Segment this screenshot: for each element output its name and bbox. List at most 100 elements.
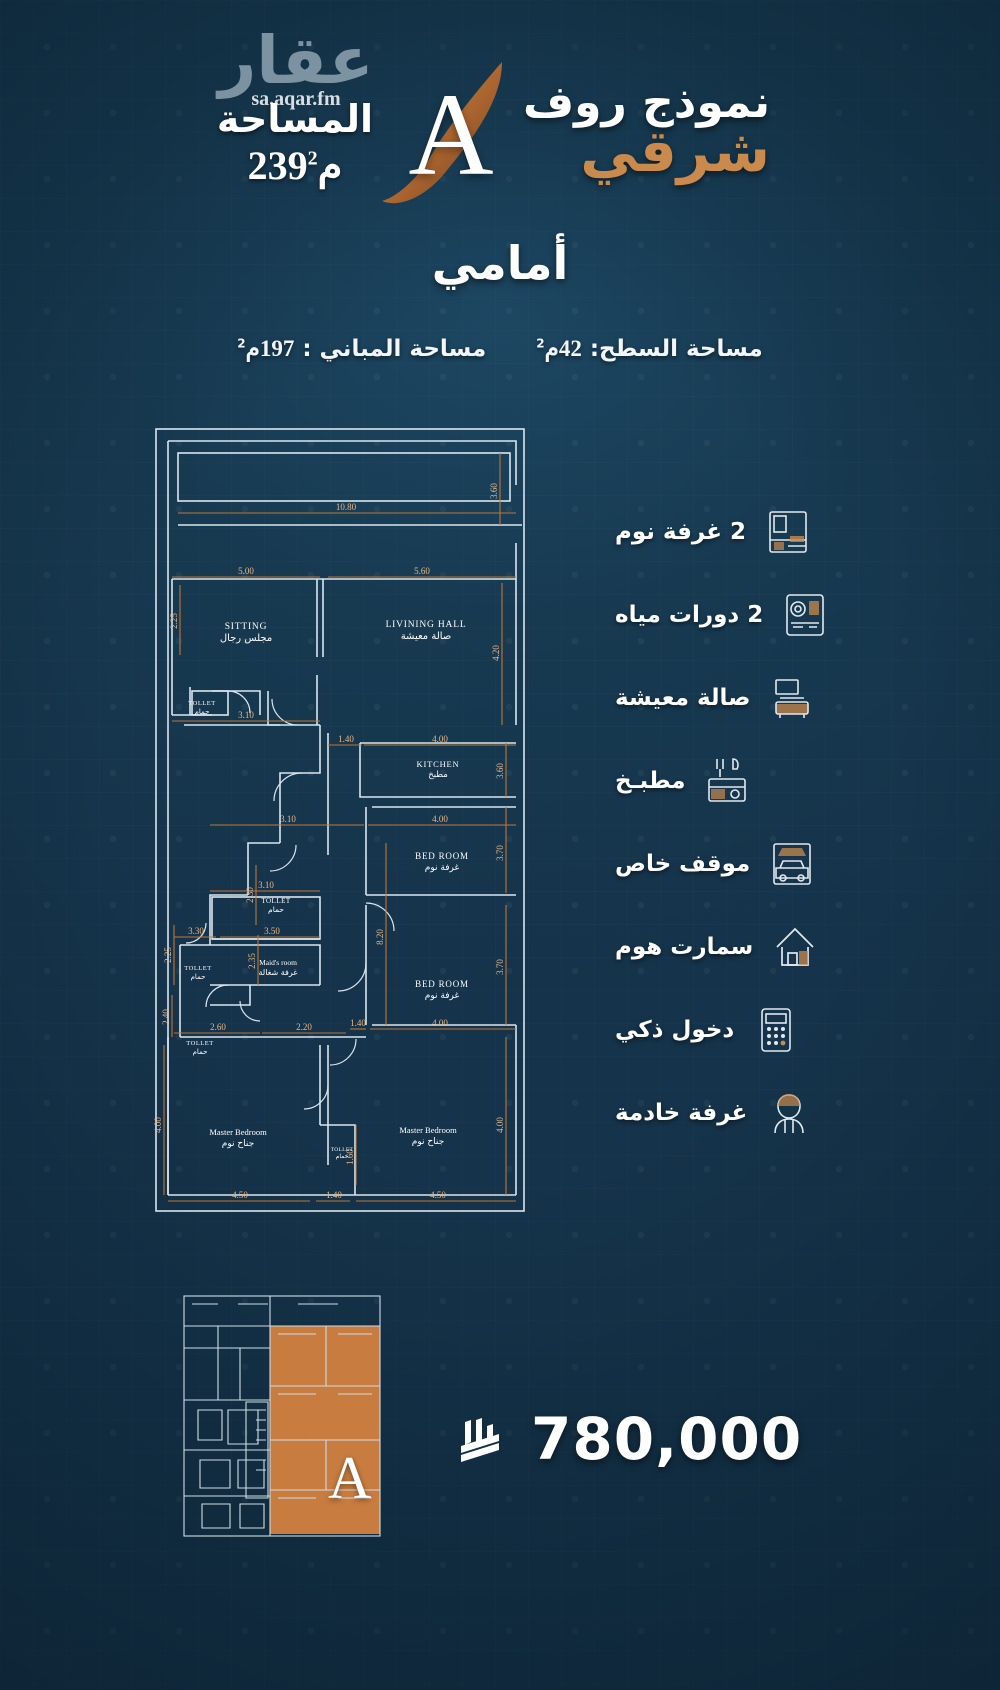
saudi-riyal-icon (455, 1412, 509, 1466)
svg-text:1.60: 1.60 (345, 1149, 355, 1165)
svg-text:جناح نوم: جناح نوم (412, 1137, 444, 1147)
svg-text:حمام: حمام (193, 1048, 208, 1056)
svg-text:4.00: 4.00 (495, 1117, 505, 1133)
header-section: عقار sa.aqar.fm المساحة 239م2 A نموذج رو… (0, 0, 1000, 363)
svg-text:مطبخ: مطبخ (428, 770, 448, 780)
feature-item-kitchen: مطبـخ (615, 739, 815, 822)
model-title: نموذج روف شرقي (470, 77, 770, 185)
svg-text:4.50: 4.50 (430, 1190, 446, 1200)
svg-text:3.50: 3.50 (264, 926, 280, 936)
svg-text:3.70: 3.70 (495, 845, 505, 861)
svg-text:TOLLET: TOLLET (186, 1040, 213, 1047)
feature-label: 2 دورات مياه (615, 601, 764, 628)
maid-room-icon (763, 1087, 815, 1139)
svg-text:4.00: 4.00 (432, 734, 448, 744)
feature-label: دخول ذكي (615, 1016, 735, 1043)
svg-text:2.25: 2.25 (163, 947, 173, 963)
feature-item-parking: موقف خاص (615, 822, 815, 905)
svg-text:غرفة نوم: غرفة نوم (425, 863, 460, 873)
bedroom-icon (762, 506, 814, 558)
svg-text:جناح نوم: جناح نوم (222, 1139, 254, 1149)
total-area-unit-sup: 2 (307, 147, 318, 170)
price-value: 780,000 (531, 1405, 803, 1473)
svg-text:غرفة شغالة: غرفة شغالة (259, 968, 298, 977)
model-subtitle: أمامي (431, 236, 569, 290)
svg-text:2.35: 2.35 (247, 953, 257, 969)
svg-text:3.70: 3.70 (495, 959, 505, 975)
roof-area-value: 42م (544, 336, 582, 361)
model-title-line1: نموذج روف (522, 77, 770, 128)
price-block: 780,000 (455, 1405, 802, 1473)
total-area-label: المساحة (216, 97, 374, 141)
watermark-brand-text: عقار (218, 22, 374, 99)
model-title-line2: شرقي (580, 116, 770, 185)
key-plan-highlight-unit (270, 1326, 380, 1534)
brand-logo-letter: A (408, 69, 494, 200)
svg-text:TOLLET: TOLLET (331, 1147, 354, 1153)
svg-text:1.40: 1.40 (326, 1190, 342, 1200)
feature-label: مطبـخ (615, 767, 686, 794)
svg-text:4.00: 4.00 (432, 1018, 448, 1028)
private-parking-icon (766, 838, 818, 890)
svg-text:5.00: 5.00 (238, 566, 254, 576)
svg-text:Master Bedroom: Master Bedroom (209, 1127, 267, 1137)
svg-text:Master Bedroom: Master Bedroom (399, 1125, 457, 1135)
bathroom-icon (779, 589, 831, 641)
svg-text:TOLLET: TOLLET (261, 897, 291, 905)
feature-item-maid-room: غرفة خادمة (615, 1071, 815, 1154)
total-area-block: المساحة 239م2 (200, 97, 390, 188)
brand-logo: A (376, 58, 526, 228)
svg-text:حمام: حمام (336, 1153, 349, 1160)
svg-text:LIVINING HALL: LIVINING HALL (386, 620, 467, 630)
buildings-area-value: 197م (245, 336, 295, 361)
areas-summary-line: مساحة السطح: 42م2 مساحة المباني : 197م2 (0, 336, 1000, 362)
svg-text:SITTING: SITTING (225, 622, 268, 632)
roof-area-label: مساحة السطح: (589, 336, 763, 362)
svg-text:4.20: 4.20 (491, 645, 501, 661)
buildings-area-unit-sup: 2 (237, 336, 246, 351)
plan-dimension-labels-v: 3.60 2.25 4.20 3.60 3.70 8.20 2.30 2.25 … (153, 483, 505, 1165)
svg-text:3.60: 3.60 (495, 763, 505, 779)
svg-text:5.60: 5.60 (414, 566, 430, 576)
svg-text:حمام: حمام (191, 973, 206, 981)
svg-text:TOLLET: TOLLET (188, 700, 215, 707)
svg-text:3.10: 3.10 (258, 880, 274, 890)
feature-item-smart-home: سمارت هوم (615, 905, 815, 988)
svg-text:3.10: 3.10 (280, 814, 296, 824)
total-area-number: 239م (247, 142, 343, 188)
feature-item-bedrooms: 2 غرفة نوم (615, 490, 815, 573)
svg-text:3.30: 3.30 (188, 926, 204, 936)
floor-plan-drawing: 10.80 5.00 5.60 3.10 1.40 4.00 3.10 4.00… (150, 425, 530, 1215)
key-plan-unit-letter: A (328, 1445, 372, 1511)
feature-label: 2 غرفة نوم (615, 518, 746, 545)
feature-item-living-room: صالة معيشة (615, 656, 815, 739)
svg-text:BED ROOM: BED ROOM (415, 979, 469, 989)
svg-text:1.40: 1.40 (338, 734, 354, 744)
svg-text:3.10: 3.10 (238, 710, 254, 720)
svg-text:Maid's room: Maid's room (259, 958, 297, 967)
svg-text:2.20: 2.20 (296, 1022, 312, 1032)
feature-label: غرفة خادمة (615, 1099, 748, 1126)
plan-dimension-labels-h: 10.80 5.00 5.60 3.10 1.40 4.00 3.10 4.00… (188, 502, 448, 1200)
svg-text:8.20: 8.20 (375, 929, 385, 945)
svg-text:2.40: 2.40 (161, 1009, 171, 1025)
feature-item-smart-entry: دخول ذكي (615, 988, 815, 1071)
kitchen-icon (701, 755, 753, 807)
svg-text:4.00: 4.00 (153, 1117, 163, 1133)
smart-entry-icon (750, 1004, 802, 1056)
svg-text:TOLLET: TOLLET (184, 965, 211, 972)
svg-text:1.40: 1.40 (350, 1018, 366, 1028)
svg-text:2.25: 2.25 (169, 613, 179, 629)
feature-label: موقف خاص (615, 850, 751, 877)
feature-label: سمارت هوم (615, 933, 754, 960)
key-plan-thumbnail: A (178, 1290, 408, 1540)
svg-text:10.80: 10.80 (336, 502, 357, 512)
svg-text:2.30: 2.30 (245, 887, 255, 903)
svg-text:حمام: حمام (195, 708, 210, 716)
svg-text:2.60: 2.60 (210, 1022, 226, 1032)
watermark-url-text: sa.aqar.fm (251, 88, 341, 110)
plan-room-labels: SITTING مجلس رجال LIVINING HALL صالة معي… (184, 620, 469, 1160)
svg-text:صالة معيشة: صالة معيشة (401, 631, 452, 642)
living-room-icon (766, 672, 818, 724)
